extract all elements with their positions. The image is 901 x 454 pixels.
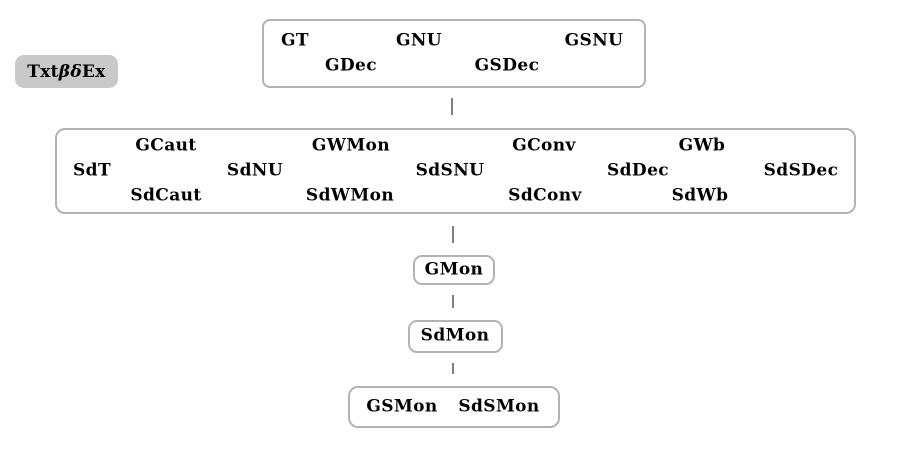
connector-line [452,226,454,243]
gmon-box-frame [413,255,495,285]
node-sdsdec: SdSDec [763,160,839,181]
node-sdmon: SdMon [420,325,490,346]
legend-text-greek: βδ [58,61,83,82]
legend-text-prefix: Txt [27,61,59,82]
node-sdconv: SdConv [508,185,582,206]
node-gt: GT [281,30,309,51]
node-gnu: GNU [395,30,443,51]
connector-line [451,98,453,115]
node-gmon: GMon [424,259,484,280]
node-gsdec: GSDec [474,55,540,76]
sdmon-box-frame [408,320,503,353]
node-sdwb: SdWb [671,185,729,206]
node-gsnu: GSNU [564,30,624,51]
node-gconv: GConv [512,135,576,156]
node-sdnu: SdNU [226,160,284,181]
connector-line [452,295,454,308]
node-sdwmon: SdWMon [305,185,395,206]
top-row-box-frame [262,19,646,88]
main-grid-box-frame [55,128,856,214]
node-gwb: GWb [678,135,726,156]
node-gsmon: GSMon [366,396,438,417]
connector-line [452,363,454,374]
node-gwmon: GWMon [311,135,391,156]
node-sdt: SdT [72,160,112,181]
bottom-box-frame [348,386,560,428]
legend-text-suffix: Ex [82,61,106,82]
node-gcaut: GCaut [135,135,197,156]
node-sdcaut: SdCaut [130,185,202,206]
node-sddec: SdDec [606,160,670,181]
node-gdec: GDec [324,55,378,76]
node-sdsnu: SdSNU [415,160,485,181]
node-sdsmon: SdSMon [458,396,540,417]
